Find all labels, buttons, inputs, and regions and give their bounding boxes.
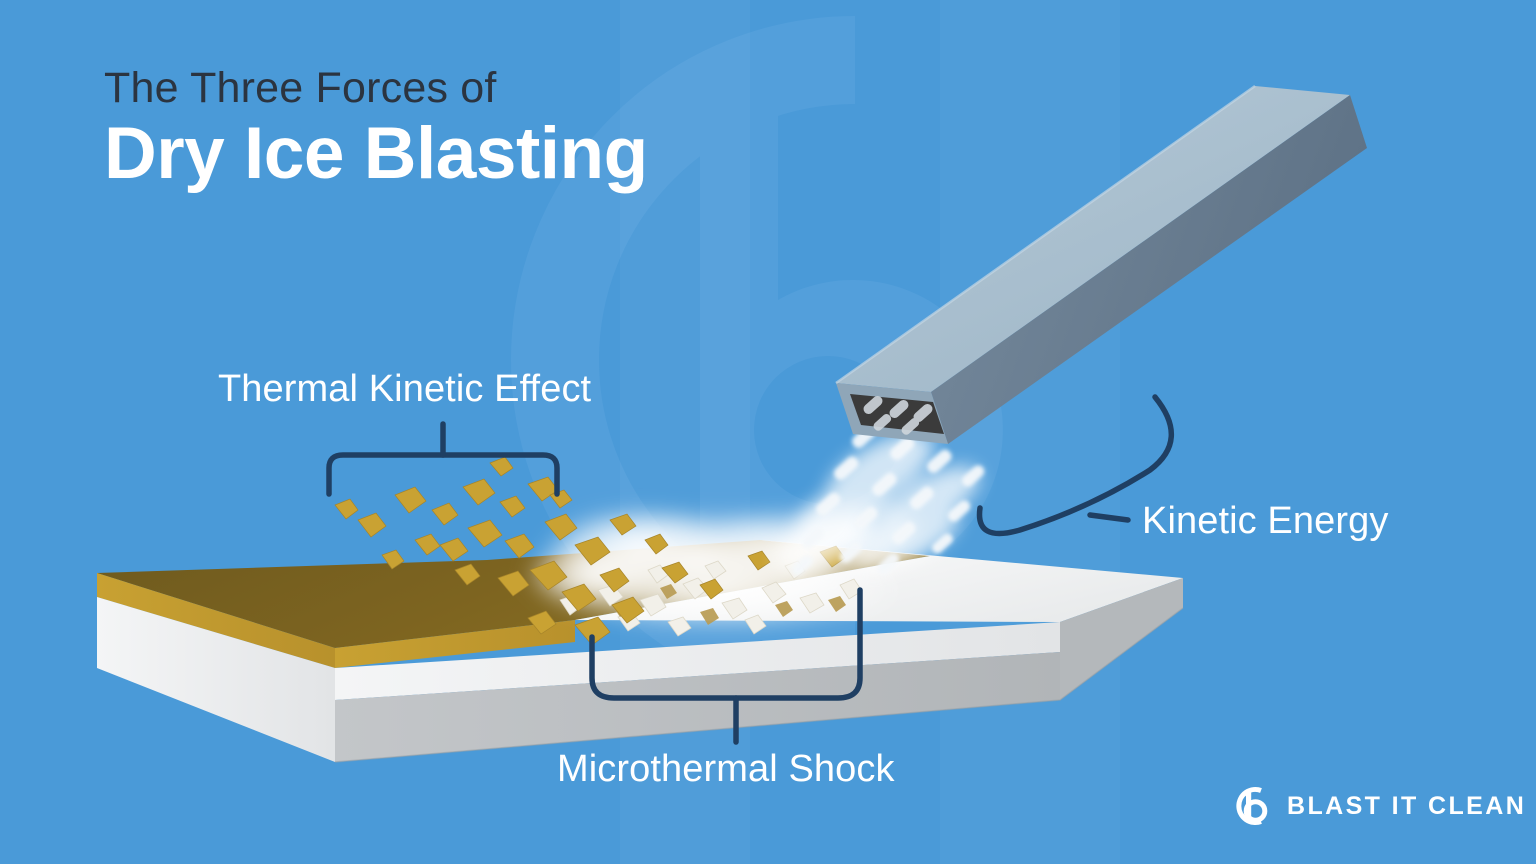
- contaminant-edge-left: [97, 573, 335, 668]
- pellets-in-bore: [863, 395, 933, 435]
- nozzle-highlight-edge: [835, 84, 1256, 385]
- brace-kinetic-energy: [976, 394, 1174, 537]
- substrate-right-face: [1060, 578, 1183, 700]
- dry-ice-blasting-nozzle: [835, 84, 1367, 444]
- substrate-front-band: [335, 622, 1060, 700]
- nozzle-top-face: [836, 86, 1350, 392]
- brace-tick-kinetic: [1087, 512, 1131, 523]
- brand-logo: BLAST IT CLEAN: [1228, 783, 1526, 829]
- brace-microthermal: [589, 587, 863, 701]
- callout-braces: [326, 394, 1174, 745]
- slab-bottom-edge: [334, 607, 1184, 763]
- logo-wordmark: BLAST IT CLEAN: [1287, 791, 1527, 820]
- nozzle-side-face: [931, 95, 1367, 444]
- callout-label-microthermal-shock: Microthermal Shock: [557, 748, 895, 790]
- page-title: Dry Ice Blasting: [104, 113, 648, 195]
- contaminant-edge-front: [335, 620, 575, 668]
- brace-thermal-kinetic: [326, 452, 560, 497]
- logo-b-icon: [1236, 787, 1268, 825]
- callout-label-kinetic-energy: Kinetic Energy: [1142, 500, 1389, 542]
- dry-ice-pellet-stream: [777, 424, 985, 576]
- substrate-left-face: [97, 597, 335, 762]
- title-block: The Three Forces of Dry Ice Blasting: [104, 64, 648, 195]
- subtitle: The Three Forces of: [104, 64, 497, 112]
- substrate-front-face: [335, 578, 1183, 762]
- callout-label-thermal-kinetic-effect: Thermal Kinetic Effect: [218, 368, 592, 410]
